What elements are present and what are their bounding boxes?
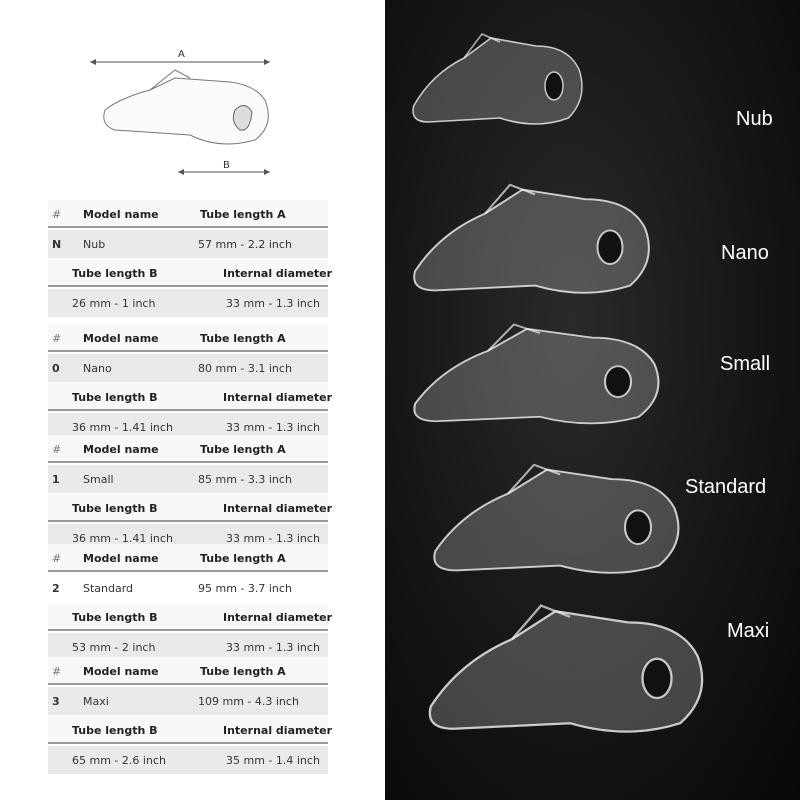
tube-b-value: 36 mm - 1.41 inch xyxy=(72,532,173,545)
tube-a-header: Tube length A xyxy=(200,665,286,678)
dimension-diagram: A B xyxy=(90,49,270,175)
tube-b-value: 26 mm - 1 inch xyxy=(72,297,156,310)
diameter-header: Internal diameter xyxy=(223,267,333,280)
model-number: 0 xyxy=(52,362,60,375)
label-b: B xyxy=(223,160,230,171)
tube-b-header: Tube length B xyxy=(72,611,158,624)
diameter-header: Internal diameter xyxy=(223,611,333,624)
model-name-header: Model name xyxy=(83,552,159,565)
model-name-header: Model name xyxy=(83,332,159,345)
model-row: 3 Maxi 109 mm - 4.3 inch xyxy=(48,687,328,715)
product-image-maxi xyxy=(428,604,704,733)
hash-header: # xyxy=(52,552,62,565)
model-name: Nano xyxy=(83,362,112,375)
product-label-maxi: Maxi xyxy=(727,620,770,642)
model-row: 1 Small 85 mm - 3.3 inch xyxy=(48,465,328,493)
model-name-header: Model name xyxy=(83,443,159,456)
model-number: 2 xyxy=(52,582,60,595)
tube-b-value: 65 mm - 2.6 inch xyxy=(72,754,166,767)
header-row: # Model name Tube length A xyxy=(48,544,328,572)
model-block-nub: # Model name Tube length A N Nub 57 mm -… xyxy=(48,200,332,317)
product-label-nub: Nub xyxy=(736,108,773,130)
model-name: Nub xyxy=(83,238,106,251)
product-label-standard: Standard xyxy=(685,476,767,498)
subheader-row: Tube length B Internal diameter xyxy=(48,259,332,287)
tube-a-header: Tube length A xyxy=(200,443,286,456)
diameter-value: 33 mm - 1.3 inch xyxy=(226,641,320,654)
subheader-row: Tube length B Internal diameter xyxy=(48,603,332,631)
model-name-header: Model name xyxy=(83,665,159,678)
diameter-value: 35 mm - 1.4 inch xyxy=(226,754,320,767)
dimension-row: 26 mm - 1 inch 33 mm - 1.3 inch xyxy=(48,289,328,317)
model-number: 1 xyxy=(52,473,60,486)
model-row: N Nub 57 mm - 2.2 inch xyxy=(48,230,328,258)
product-image-nub xyxy=(412,33,583,125)
header-row: # Model name Tube length A xyxy=(48,324,328,352)
product-image-standard xyxy=(433,463,680,574)
diameter-value: 33 mm - 1.3 inch xyxy=(226,532,320,545)
tube-b-value: 36 mm - 1.41 inch xyxy=(72,421,173,434)
product-label-nano: Nano xyxy=(721,242,769,264)
product-image-small xyxy=(413,323,660,425)
header-row: # Model name Tube length A xyxy=(48,435,328,463)
tube-a-header: Tube length A xyxy=(200,208,286,221)
model-row: 0 Nano 80 mm - 3.1 inch xyxy=(48,354,328,382)
model-number: 3 xyxy=(52,695,60,708)
product-label-small: Small xyxy=(720,353,771,375)
model-name: Small xyxy=(83,473,114,486)
tube-b-header: Tube length B xyxy=(72,502,158,515)
tube-b-header: Tube length B xyxy=(72,724,158,737)
subheader-row: Tube length B Internal diameter xyxy=(48,494,332,522)
tube-a-value: 57 mm - 2.2 inch xyxy=(198,238,292,251)
diameter-header: Internal diameter xyxy=(223,391,333,404)
model-block-maxi: # Model name Tube length A 3 Maxi 109 mm… xyxy=(48,657,332,774)
diameter-value: 33 mm - 1.3 inch xyxy=(226,421,320,434)
tube-a-value: 109 mm - 4.3 inch xyxy=(198,695,299,708)
model-block-small: # Model name Tube length A 1 Small 85 mm… xyxy=(48,435,332,552)
dimension-row: 53 mm - 2 inch 33 mm - 1.3 inch xyxy=(48,633,328,661)
tube-a-header: Tube length A xyxy=(200,332,286,345)
hash-header: # xyxy=(52,208,62,221)
label-a: A xyxy=(178,49,185,60)
model-row: 2 Standard 95 mm - 3.7 inch xyxy=(48,574,328,602)
tube-b-header: Tube length B xyxy=(72,391,158,404)
tube-b-value: 53 mm - 2 inch xyxy=(72,641,156,654)
hash-header: # xyxy=(52,332,62,345)
model-name: Maxi xyxy=(83,695,109,708)
tube-b-header: Tube length B xyxy=(72,267,158,280)
model-block-standard: # Model name Tube length A 2 Standard 95… xyxy=(48,544,332,661)
header-row: # Model name Tube length A xyxy=(48,200,328,228)
diameter-header: Internal diameter xyxy=(223,502,333,515)
model-name: Standard xyxy=(83,582,134,595)
subheader-row: Tube length B Internal diameter xyxy=(48,716,332,744)
model-block-nano: # Model name Tube length A 0 Nano 80 mm … xyxy=(48,324,332,441)
header-row: # Model name Tube length A xyxy=(48,657,328,685)
model-number: N xyxy=(52,238,62,251)
tube-a-value: 95 mm - 3.7 inch xyxy=(198,582,292,595)
diameter-value: 33 mm - 1.3 inch xyxy=(226,297,320,310)
size-chart-panel: A B # Model name Tube length A N Nub 57 … xyxy=(0,0,385,800)
hash-header: # xyxy=(52,665,62,678)
model-name-header: Model name xyxy=(83,208,159,221)
tube-a-value: 80 mm - 3.1 inch xyxy=(198,362,292,375)
subheader-row: Tube length B Internal diameter xyxy=(48,383,332,411)
hash-header: # xyxy=(52,443,62,456)
dimension-row: 65 mm - 2.6 inch 35 mm - 1.4 inch xyxy=(48,746,328,774)
product-image-nano xyxy=(413,183,650,294)
tube-a-header: Tube length A xyxy=(200,552,286,565)
diameter-header: Internal diameter xyxy=(223,724,333,737)
tube-a-value: 85 mm - 3.3 inch xyxy=(198,473,292,486)
